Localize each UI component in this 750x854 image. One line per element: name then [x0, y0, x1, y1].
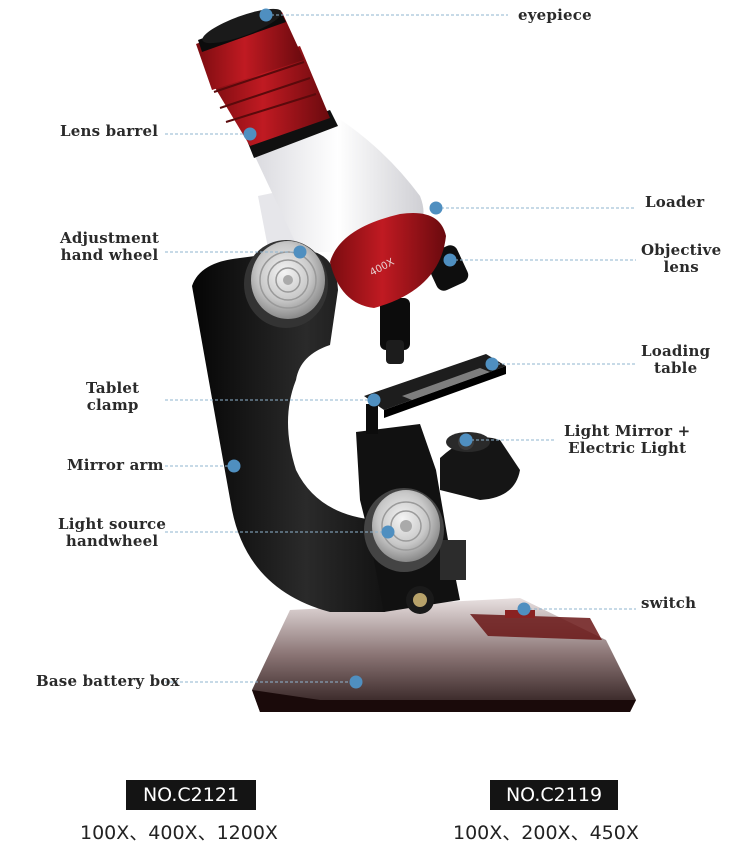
label-objective-lens: Objective lens [641, 242, 721, 276]
marker-base-battery [349, 675, 363, 689]
label-tablet-clamp: Tablet clamp [86, 380, 139, 414]
label-loading-table: Loading table [641, 343, 710, 377]
loader-ring: 400X [330, 212, 446, 308]
marker-lens-barrel [243, 127, 257, 141]
label-line: Electric Light [568, 439, 687, 457]
label-line: Light source [58, 515, 167, 533]
marker-switch [517, 602, 531, 616]
model-code-c2119: NO.C2119 [490, 780, 618, 810]
label-lens-barrel: Lens barrel [60, 122, 159, 140]
base-battery-box [252, 598, 636, 712]
label-adjustment-hand-wheel: Adjustment hand wheel [60, 230, 159, 264]
label-loader: Loader [645, 193, 705, 211]
microscope-head [252, 118, 424, 252]
label-line: Adjustment [60, 229, 160, 247]
label-line: table [653, 359, 698, 377]
label-line: Objective [641, 241, 722, 259]
label-light-source-handwheel: Light source handwheel [58, 516, 166, 550]
label-eyepiece: eyepiece [518, 6, 592, 24]
marker-light-mirror [459, 433, 473, 447]
adjustment-hand-wheel [244, 240, 328, 328]
label-line: Tablet [86, 379, 140, 397]
label-line: lens [663, 258, 699, 276]
marker-loading-table [485, 357, 499, 371]
model-code-c2121: NO.C2121 [126, 780, 256, 810]
label-mirror-arm: Mirror arm [67, 456, 164, 474]
marker-mirror-arm [227, 459, 241, 473]
mirror-arm [192, 250, 420, 612]
loading-table [364, 354, 506, 434]
label-light-mirror-electric-light: Light Mirror + Electric Light [564, 423, 690, 457]
label-line: clamp [86, 396, 139, 414]
label-switch: switch [641, 594, 697, 612]
label-markers [227, 8, 531, 689]
marker-light-source [381, 525, 395, 539]
magnifications-c2119: 100X、200X、450X [453, 822, 639, 844]
light-mirror-unit [440, 432, 520, 500]
label-line: Light Mirror + [564, 422, 691, 440]
marker-loader [429, 201, 443, 215]
light-source-handwheel [364, 488, 444, 572]
magnifications-c2121: 100X、400X、1200X [80, 822, 278, 844]
eyepiece-tube [196, 8, 338, 158]
label-line: Loading [641, 342, 711, 360]
marker-tablet-clamp [367, 393, 381, 407]
leader-lines [165, 14, 636, 683]
marker-eyepiece [259, 8, 273, 22]
marker-objective-lens [443, 253, 457, 267]
marker-adjustment-wheel [293, 245, 307, 259]
label-line: hand wheel [60, 246, 159, 264]
label-base-battery-box: Base battery box [36, 672, 180, 690]
label-line: handwheel [65, 532, 159, 550]
